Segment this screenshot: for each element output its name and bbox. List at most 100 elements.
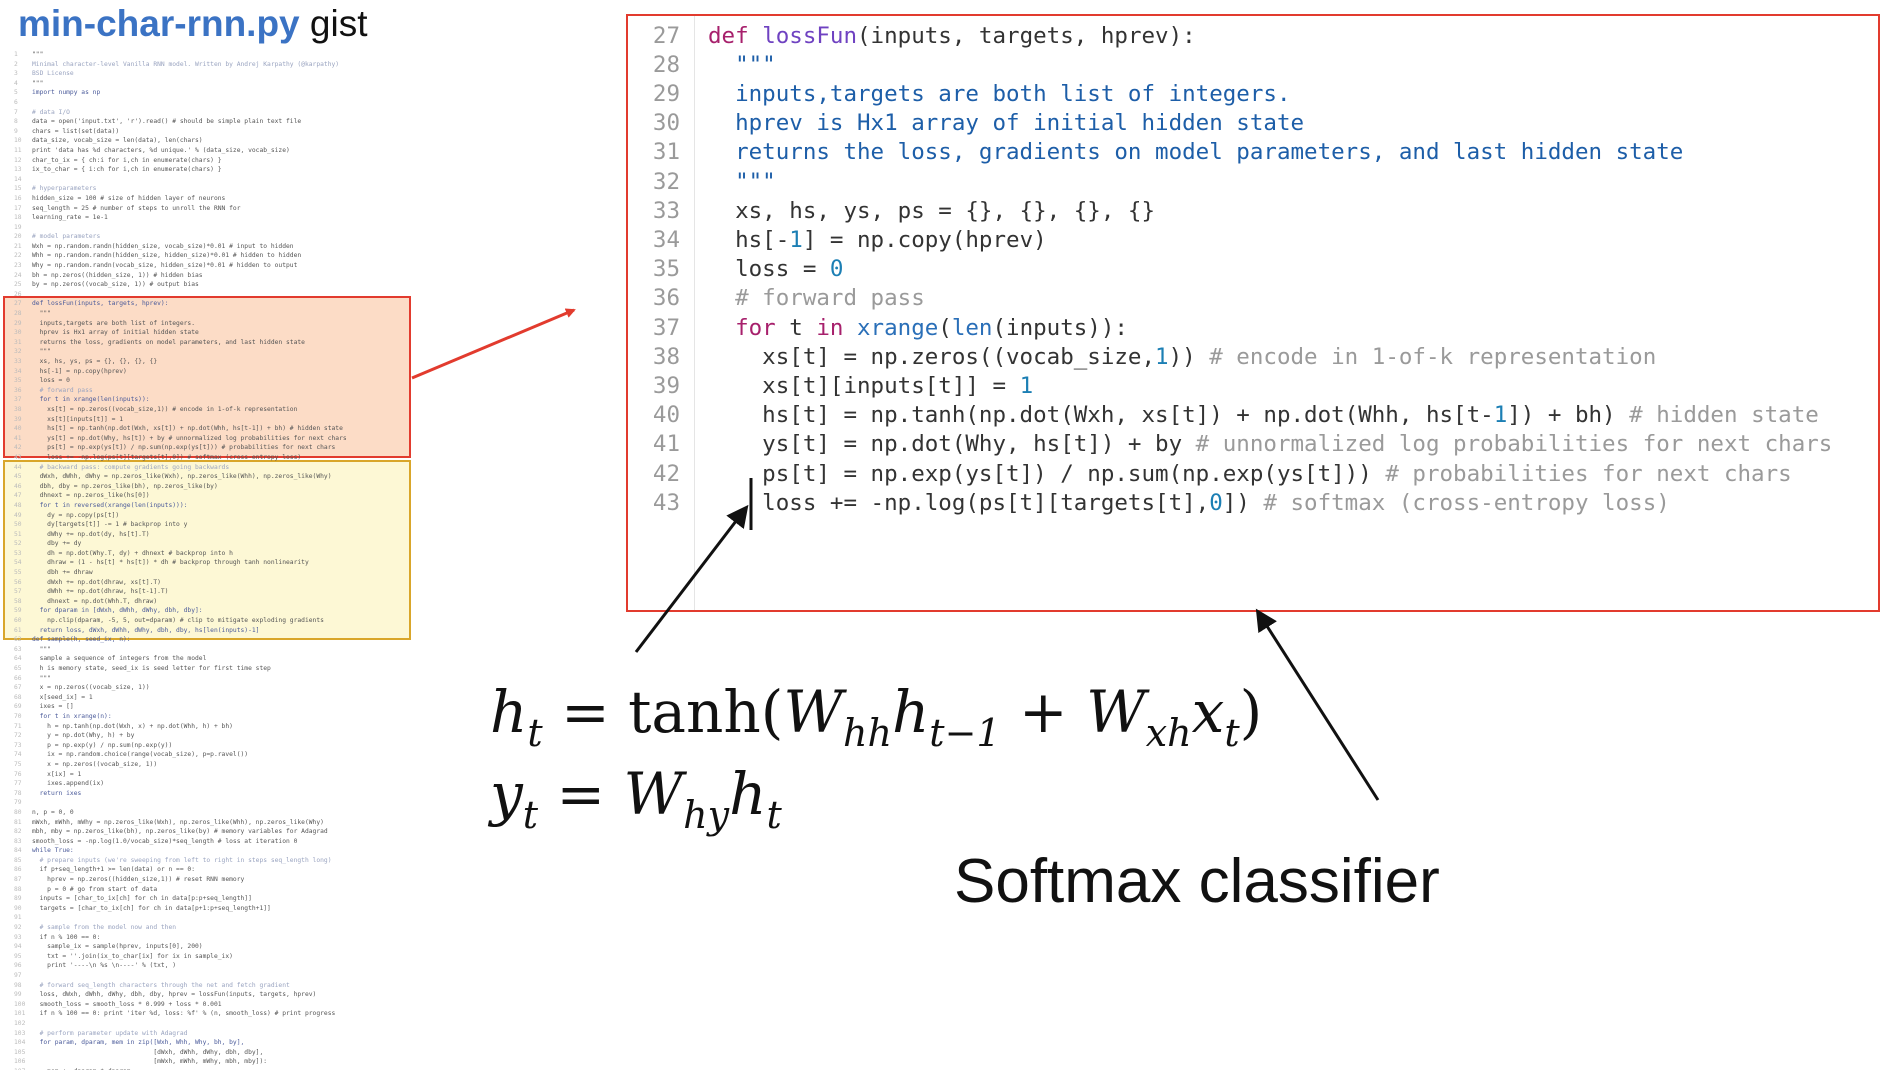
thumbnail-line-number: 35 <box>14 377 22 385</box>
thumbnail-line-number: 23 <box>14 262 22 270</box>
code-token: inputs,targets are both list of integers… <box>708 80 1291 107</box>
thumbnail-line: 59 for dparam in [dWxh, dWhh, dWhy, dbh,… <box>14 606 414 616</box>
thumbnail-line-text: # prepare inputs (we're sweeping from le… <box>32 856 332 864</box>
thumbnail-line-number: 41 <box>14 434 22 442</box>
thumbnail-line-text: def sample(h, seed_ix, n): <box>32 636 131 644</box>
thumbnail-line-text: for param, dparam, mem in zip([Wxh, Whh,… <box>32 1039 245 1047</box>
thumbnail-line-number: 27 <box>14 300 22 308</box>
thumbnail-line-text: # model parameters <box>32 233 101 241</box>
code-token: """ <box>708 51 776 78</box>
thumbnail-line-text: """ <box>32 348 51 356</box>
thumbnail-line-number: 28 <box>14 310 22 318</box>
thumbnail-line: 72 y = np.dot(Why, h) + by <box>14 731 414 741</box>
thumbnail-line: 94 sample_ix = sample(hprev, inputs[0], … <box>14 942 414 952</box>
code-line-number: 42 <box>652 460 680 487</box>
thumbnail-line: 69 ixes = [] <box>14 702 414 712</box>
thumbnail-line: 35 loss = 0 <box>14 376 414 386</box>
code-line-source: hs[t] = np.tanh(np.dot(Wxh, xs[t]) + np.… <box>708 402 1819 428</box>
code-token: hs[t] = np.tanh(np.dot(Wxh, xs[t]) + np.… <box>708 402 1494 429</box>
thumbnail-line-number: 88 <box>14 885 22 893</box>
thumbnail-line-text: """ <box>32 79 44 87</box>
thumbnail-line-text: xs[t][inputs[t]] = 1 <box>32 415 123 423</box>
backward-pass-highlight <box>3 460 411 640</box>
thumbnail-line-text: # backward pass: compute gradients going… <box>32 463 230 471</box>
code-token: 1 <box>789 226 803 253</box>
code-line-source: hs[-1] = np.copy(hprev) <box>708 227 1047 253</box>
code-line: 32 """ <box>628 164 776 199</box>
thumbnail-line: 47 dhnext = np.zeros_like(hs[0]) <box>14 491 414 501</box>
thumbnail-line-text: Minimal character-level Vanilla RNN mode… <box>32 60 340 68</box>
thumbnail-line-text: for t in xrange(n): <box>32 712 112 720</box>
thumbnail-line: 88 p = 0 # go from start of data <box>14 885 414 895</box>
thumbnail-line: 4""" <box>14 79 414 89</box>
thumbnail-line-number: 93 <box>14 933 22 941</box>
thumbnail-line-number: 53 <box>14 549 22 557</box>
code-line-number: 43 <box>652 489 680 516</box>
code-line: 36 # forward pass <box>628 281 925 316</box>
thumbnail-line: 45 dWxh, dWhh, dWhy = np.zeros_like(Wxh)… <box>14 472 414 482</box>
code-token: xrange <box>857 314 939 341</box>
thumbnail-line-number: 90 <box>14 904 22 912</box>
code-token: xs[t][inputs[t]] = <box>708 372 1020 399</box>
thumbnail-line: 24 bh = np.zeros((hidden_size, 1)) # hidd… <box>14 271 414 281</box>
code-line-number: 33 <box>652 197 680 224</box>
thumbnail-line-text: h = np.tanh(np.dot(Wxh, x) + np.dot(Whh,… <box>32 722 233 730</box>
thumbnail-line-number: 11 <box>14 146 22 154</box>
thumbnail-line-number: 44 <box>14 463 22 471</box>
thumbnail-line-number: 3 <box>14 70 18 78</box>
thumbnail-line-number: 33 <box>14 358 22 365</box>
thumbnail-line-text: for dparam in [dWxh, dWhh, dWhy, dbh, db… <box>32 607 203 615</box>
thumbnail-line-text: chars = list(set(data)) <box>32 127 120 135</box>
thumbnail-line-number: 89 <box>14 895 22 903</box>
code-token: 1 <box>1019 372 1034 399</box>
code-line: 30 hprev is Hx1 array of initial hidden … <box>628 106 1304 141</box>
thumbnail-line-text: for t in xrange(len(inputs)): <box>32 396 150 404</box>
thumbnail-line-text: loss = 0 <box>32 377 70 385</box>
code-line-source: xs, hs, ys, ps = {}, {}, {}, {} <box>708 198 1155 224</box>
thumbnail-line: 54 dhraw = (1 - hs[t] * hs[t]) * dh # ba… <box>14 558 414 568</box>
thumbnail-line-text: # hyperparameters <box>32 185 97 193</box>
thumbnail-line: 37 for t in xrange(len(inputs)): <box>14 395 414 405</box>
thumbnail-line: 14 <box>14 175 414 185</box>
thumbnail-line-number: 83 <box>14 837 22 845</box>
thumbnail-line-number: 51 <box>14 530 22 538</box>
thumbnail-line-text: print 'data has %d characters, %d unique… <box>32 146 290 154</box>
thumbnail-line: 71 h = np.tanh(np.dot(Wxh, x) + np.dot(W… <box>14 722 414 732</box>
thumbnail-line-number: 55 <box>14 569 22 577</box>
thumbnail-line: 15# hyperparameters <box>14 184 414 194</box>
thumbnail-line-text: char_to_ix = { ch:i for i,ch in enumerat… <box>32 156 222 164</box>
thumbnail-line-number: 69 <box>14 703 22 711</box>
gist-title: min-char-rnn.py gist <box>18 2 368 46</box>
thumbnail-line-number: 104 <box>14 1039 26 1047</box>
thumbnail-line: 43 loss += -np.log(ps[t][targets[t],0]) … <box>14 453 414 463</box>
hidden-state-equation: ht = tanh(Whhht−1 + Wxhxt) <box>490 678 1263 755</box>
thumbnail-line-text: ixes = [] <box>32 703 74 711</box>
thumbnail-line: 87 hprev = np.zeros((hidden_size,1)) # r… <box>14 875 414 885</box>
thumbnail-line: 36 # forward pass <box>14 386 414 396</box>
thumbnail-line-number: 36 <box>14 386 22 394</box>
code-line-number: 40 <box>652 402 680 429</box>
thumbnail-line-number: 96 <box>14 962 22 970</box>
thumbnail-line-text: ix_to_char = { i:ch for i,ch in enumerat… <box>32 166 222 174</box>
code-token: ]) + bh) <box>1507 402 1630 429</box>
thumbnail-line-number: 29 <box>14 319 22 327</box>
thumbnail-line-number: 24 <box>14 271 22 279</box>
thumbnail-line-number: 92 <box>14 924 22 932</box>
thumbnail-line-text: bh = np.zeros((hidden_size, 1)) # hidden… <box>32 271 203 279</box>
code-token: for <box>708 314 790 341</box>
thumbnail-line-number: 106 <box>14 1058 26 1066</box>
thumbnail-line-number: 63 <box>14 645 22 653</box>
thumbnail-line-text: sample a sequence of integers from the m… <box>32 655 207 663</box>
thumbnail-line-number: 42 <box>14 444 22 452</box>
thumbnail-line-text: dbh, dby = np.zeros_like(bh), np.zeros_l… <box>32 482 218 490</box>
code-token: # forward pass <box>708 285 925 312</box>
thumbnail-line: 91 <box>14 913 414 923</box>
thumbnail-line-number: 101 <box>14 1010 26 1018</box>
